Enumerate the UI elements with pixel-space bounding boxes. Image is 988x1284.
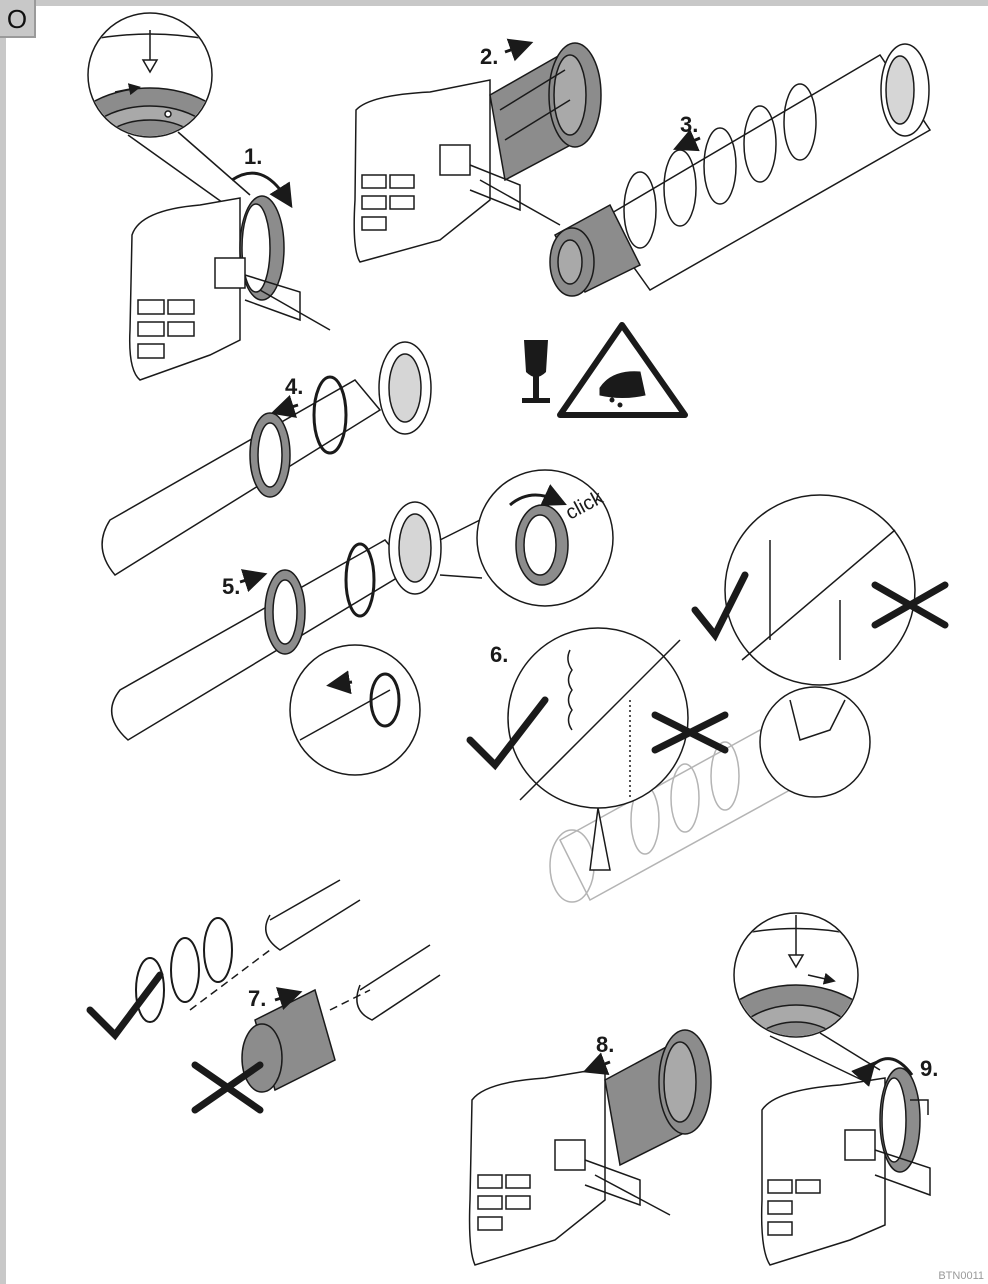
step-2-label: 2. — [480, 44, 498, 69]
cut-hazard-warning-icon — [560, 325, 685, 415]
fragile-glass-icon — [522, 340, 550, 403]
step-6-label: 6. — [490, 642, 508, 667]
step-3-illustration: 3. — [550, 44, 930, 296]
step-1-illustration: 1. — [60, 13, 330, 380]
check-icon-3 — [90, 975, 160, 1035]
step-5-label: 5. — [222, 574, 240, 599]
step-9-label: 9. — [920, 1056, 938, 1081]
step-4-illustration: 4. — [102, 342, 431, 575]
step-4-label: 4. — [285, 374, 303, 399]
cross-icon-3 — [195, 1065, 260, 1110]
step-8-illustration: 8. — [470, 1030, 711, 1265]
step-7-illustration: 7. — [90, 880, 440, 1110]
step-2-illustration: 2. — [354, 43, 601, 262]
step-9-illustration: 9. — [701, 913, 938, 1265]
step-7-label: 7. — [248, 986, 266, 1011]
step-8-label: 8. — [596, 1032, 614, 1057]
step-1-label: 1. — [244, 144, 262, 169]
figure-code: BTN0011 — [938, 1270, 984, 1282]
step-3-label: 3. — [680, 112, 698, 137]
